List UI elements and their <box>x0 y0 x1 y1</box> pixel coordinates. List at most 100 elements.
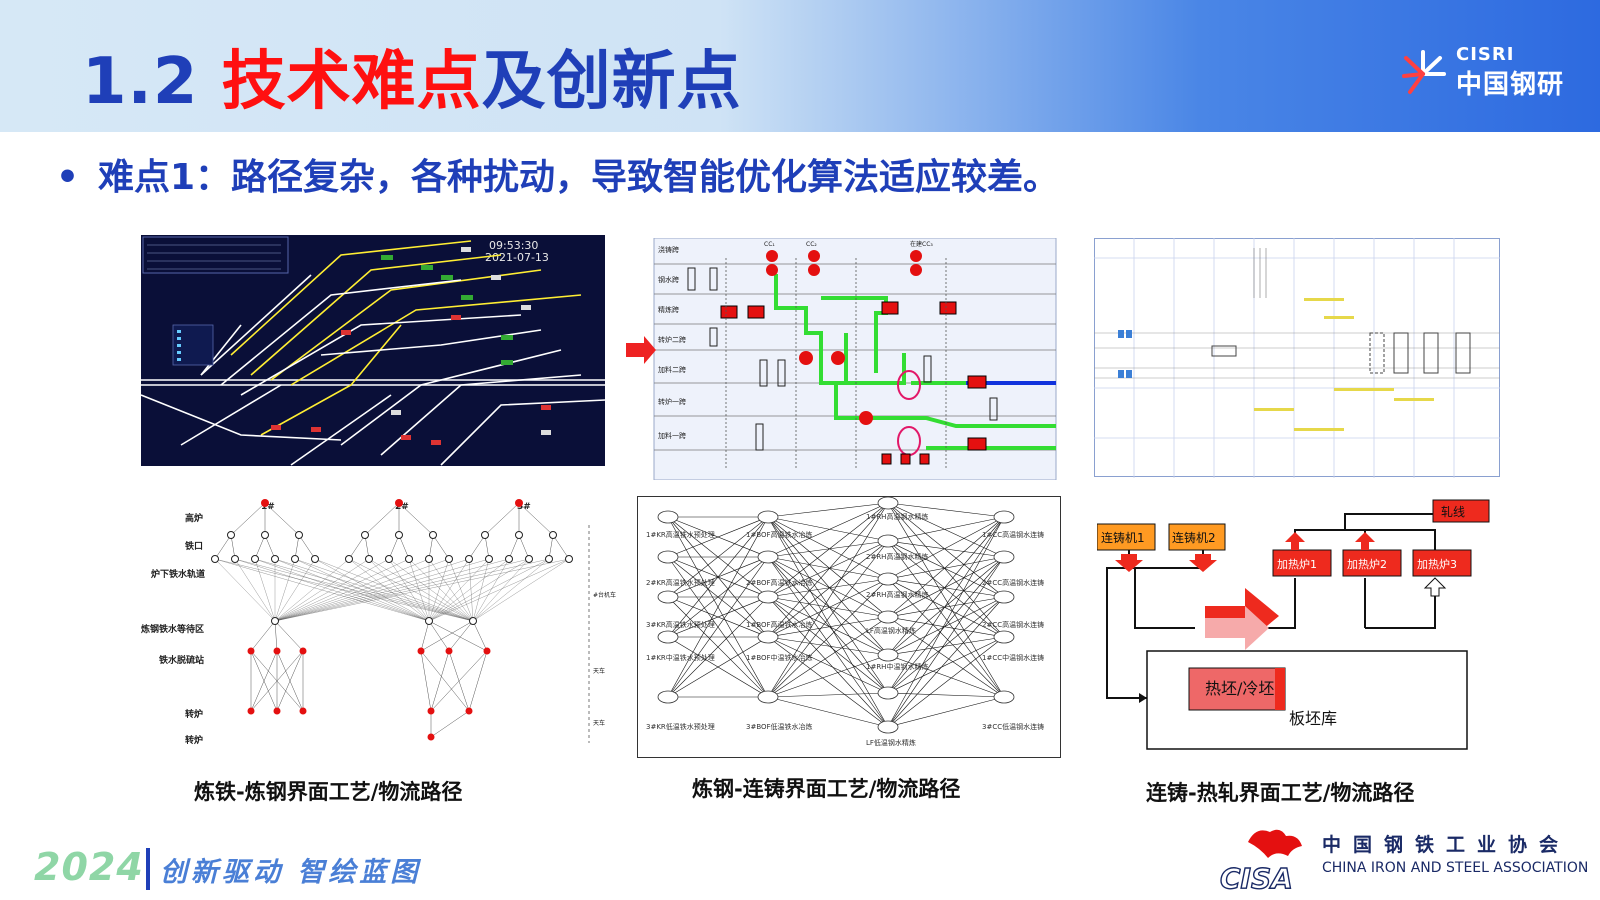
footer-slogan: 创新驱动 智绘蓝图 <box>160 857 422 888</box>
stage4-node-1 <box>993 550 1015 564</box>
stage2-node-4 <box>757 690 779 704</box>
cisa-name-cn: 中国钢铁工业协会 <box>1322 834 1571 856</box>
monitor-date: 2021-07-13 <box>485 251 549 264</box>
stage1-node-3 <box>657 630 679 644</box>
track-node-13 <box>485 555 493 563</box>
taphole-node-8 <box>549 531 557 539</box>
converter-node-2 <box>299 707 307 715</box>
n5-c4-1: 2#CC高温钢水连铸 <box>982 578 1044 587</box>
n5-c4-2: 2#CC高温钢水连铸 <box>982 620 1044 629</box>
caster2-label: 连铸机2 <box>1172 530 1216 545</box>
rail-yard-map: 09:53:30 2021-07-13 <box>141 236 605 466</box>
steel-casting-network: 1#KR高温铁水预处理 2#KR高温铁水预处理 3#KR高温铁水预处理 1#KR… <box>646 497 1044 747</box>
furnace-label-1: 1# <box>261 502 275 512</box>
level-label-1: 铁口 <box>185 540 203 552</box>
taphole-node-7 <box>515 531 523 539</box>
stage1-node-2 <box>657 590 679 604</box>
title-rest: 及创新点 <box>481 45 742 119</box>
stage2-node-3 <box>757 630 779 644</box>
track-node-10 <box>425 555 433 563</box>
cc3-label: 在建CC₃ <box>910 240 933 248</box>
stage1-node-1 <box>657 550 679 564</box>
cisa-logo: CISA 中国钢铁工业协会 CHINA IRON AND STEEL ASSOC… <box>1218 824 1588 894</box>
mill-box <box>1432 499 1490 523</box>
row-label-6: 加料一跨 <box>658 431 686 440</box>
furnace-label-3: 3# <box>517 502 531 512</box>
title-highlight: 技术难点 <box>221 45 482 119</box>
level-label-6: 转炉 <box>185 734 203 746</box>
track-node-8 <box>385 555 393 563</box>
track-node-17 <box>565 555 573 563</box>
wait-node-0 <box>271 617 279 625</box>
stage3-node-1 <box>877 534 899 548</box>
furnace1-up-arrow-icon <box>1285 532 1305 550</box>
row-label-1: 钢水跨 <box>658 275 679 284</box>
furnace3-box <box>1412 549 1472 577</box>
panel-casting-rolling-flow: 轧线 连铸机1 连铸机2 加热炉1 加热炉2 加热炉3 热坯/冷坯 板坯库 <box>1097 488 1497 754</box>
cisri-logo-cn: 中国钢研 <box>1456 70 1565 100</box>
furnace-label-2: 2# <box>395 502 409 512</box>
furnace2-label: 加热炉2 <box>1347 558 1387 571</box>
stage2-node-0 <box>757 510 779 524</box>
row-label-5: 转炉一跨 <box>658 397 686 406</box>
side-label-0: #台机车 <box>593 591 616 599</box>
steel-plant-schematic: 浇铸跨 钢水跨 精炼跨 转炉二跨 加料二跨 转炉一跨 加料一跨 CC₁ CC₂ … <box>626 238 1057 480</box>
taphole-node-4 <box>395 531 403 539</box>
row-label-3: 转炉二跨 <box>658 335 686 344</box>
stage2-node-2 <box>757 590 779 604</box>
furnace3-up-arrow-icon <box>1423 577 1447 597</box>
taphole-node-2 <box>295 531 303 539</box>
track-node-0 <box>211 555 219 563</box>
footer-divider <box>146 848 150 890</box>
n5-c1-3: 1#KR中温铁水预处理 <box>646 653 715 662</box>
side-label-1: 天车 <box>593 667 605 675</box>
n5-c1-1: 2#KR高温铁水预处理 <box>646 578 715 587</box>
converter-node-0 <box>247 707 255 715</box>
monitor-time: 09:53:30 <box>489 239 538 252</box>
hot-cold-slab-accent <box>1275 668 1285 710</box>
casting-rolling-flow-diagram: 轧线 连铸机1 连铸机2 加热炉1 加热炉2 加热炉3 热坯/冷坯 板坯库 <box>1097 499 1490 750</box>
taphole-node-5 <box>429 531 437 539</box>
difficulty-bullet: • 难点1：路径复杂，各种扰动，导致智能优化算法适应较差。 <box>56 148 1059 200</box>
track-node-4 <box>291 555 299 563</box>
cisa-logo-text: CISA <box>1220 862 1293 894</box>
header-banner <box>0 0 1600 132</box>
cisri-logo: CISRI 中国钢研 <box>1398 44 1583 100</box>
n5-c2-1: 2#BOF高温铁水冶炼 <box>746 578 813 587</box>
stage3-node-6 <box>877 720 899 734</box>
taphole-node-0 <box>227 531 235 539</box>
entry-arrow-icon <box>626 336 656 364</box>
level-label-0: 高炉 <box>185 512 203 524</box>
stage3-node-0 <box>877 497 899 510</box>
cisa-logo-mark-icon: CISA <box>1219 829 1302 894</box>
stage2-node-1 <box>757 550 779 564</box>
level-label-2: 炉下铁水轨道 <box>151 568 205 580</box>
furnace-node-2 <box>395 499 403 507</box>
track-node-6 <box>345 555 353 563</box>
furnace1-box <box>1272 549 1332 577</box>
n5-c3-3: LF高温钢水精炼 <box>866 626 916 635</box>
yard-inlet-arrow-icon <box>1139 693 1147 703</box>
cc1-label: CC₁ <box>764 241 775 248</box>
desulf-node-3 <box>417 647 425 655</box>
desulf-node-2 <box>299 647 307 655</box>
desulf-node-1 <box>273 647 281 655</box>
row-label-4: 加料二跨 <box>658 365 686 374</box>
stage4-node-4 <box>993 690 1015 704</box>
track-node-11 <box>445 555 453 563</box>
desulf-node-0 <box>247 647 255 655</box>
difficulty-text: 难点1：路径复杂，各种扰动，导致智能优化算法适应较差。 <box>98 157 1060 198</box>
panel-rail-yard-monitor: 09:53:30 2021-07-13 <box>141 235 605 466</box>
stage4-node-3 <box>993 630 1015 644</box>
cisri-logo-mark-icon <box>1402 50 1446 94</box>
n5-c2-0: 1#BOF高温铁水冶炼 <box>746 530 813 539</box>
n5-c3-0: 1#RH高温钢水精炼 <box>866 512 928 521</box>
bullet-dot-icon: • <box>56 157 80 198</box>
caster1-down-arrow-icon <box>1115 554 1143 572</box>
track-node-15 <box>525 555 533 563</box>
taphole-node-1 <box>261 531 269 539</box>
furnace2-up-arrow-icon <box>1355 532 1375 550</box>
furnace2-box <box>1342 549 1402 577</box>
panel-rolling-cad-layout <box>1094 238 1500 478</box>
mill-label: 轧线 <box>1441 505 1465 519</box>
